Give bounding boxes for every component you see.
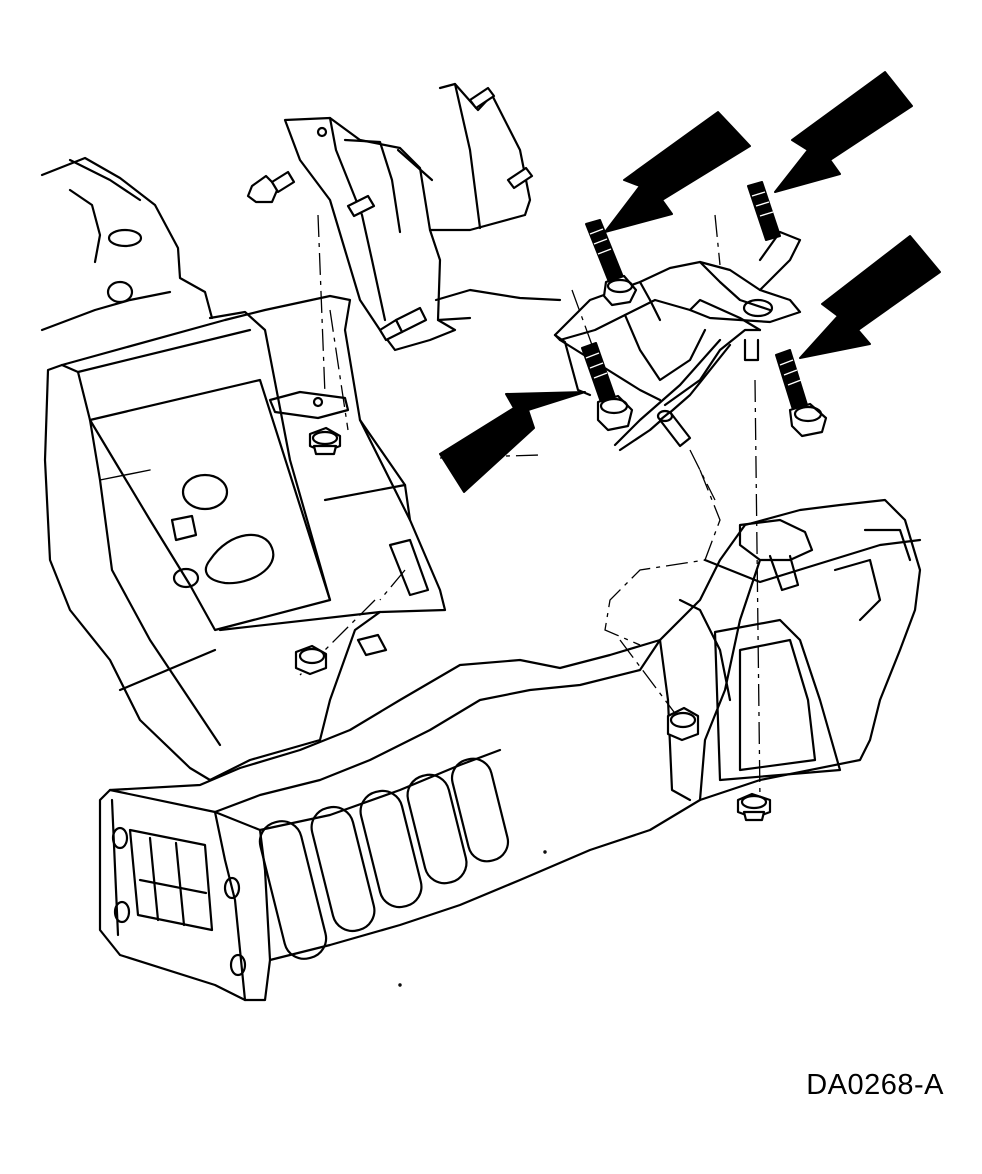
spring-hanger-bracket bbox=[553, 230, 802, 452]
rail-stiffener-ribs bbox=[258, 757, 510, 960]
upper-mount-bracket bbox=[283, 82, 562, 352]
bolt-upper-left bbox=[585, 219, 638, 307]
callout-arrow-4 bbox=[439, 391, 586, 493]
frame-crossmember bbox=[43, 294, 447, 782]
flange-nut bbox=[308, 426, 342, 456]
figure-code: DA0268-A bbox=[806, 1069, 944, 1101]
right-frame-bracket bbox=[658, 518, 922, 802]
bracket-bolt-left bbox=[246, 170, 296, 204]
bolt-lower-right bbox=[775, 349, 828, 438]
flange-nut bbox=[294, 644, 328, 676]
bracket-stud-top bbox=[346, 86, 534, 342]
bolt-upper-right bbox=[747, 181, 781, 241]
callout-arrow-2 bbox=[774, 71, 913, 193]
callout-arrow-3 bbox=[799, 235, 941, 359]
bolt-lower-left bbox=[581, 342, 634, 432]
flange-nut bbox=[736, 792, 772, 822]
body-floor-panel bbox=[40, 156, 214, 332]
bracket-mount-plate bbox=[268, 390, 350, 420]
flange-nut bbox=[666, 706, 700, 742]
frame-rail bbox=[98, 498, 922, 1002]
callout-arrow-1 bbox=[604, 111, 751, 233]
